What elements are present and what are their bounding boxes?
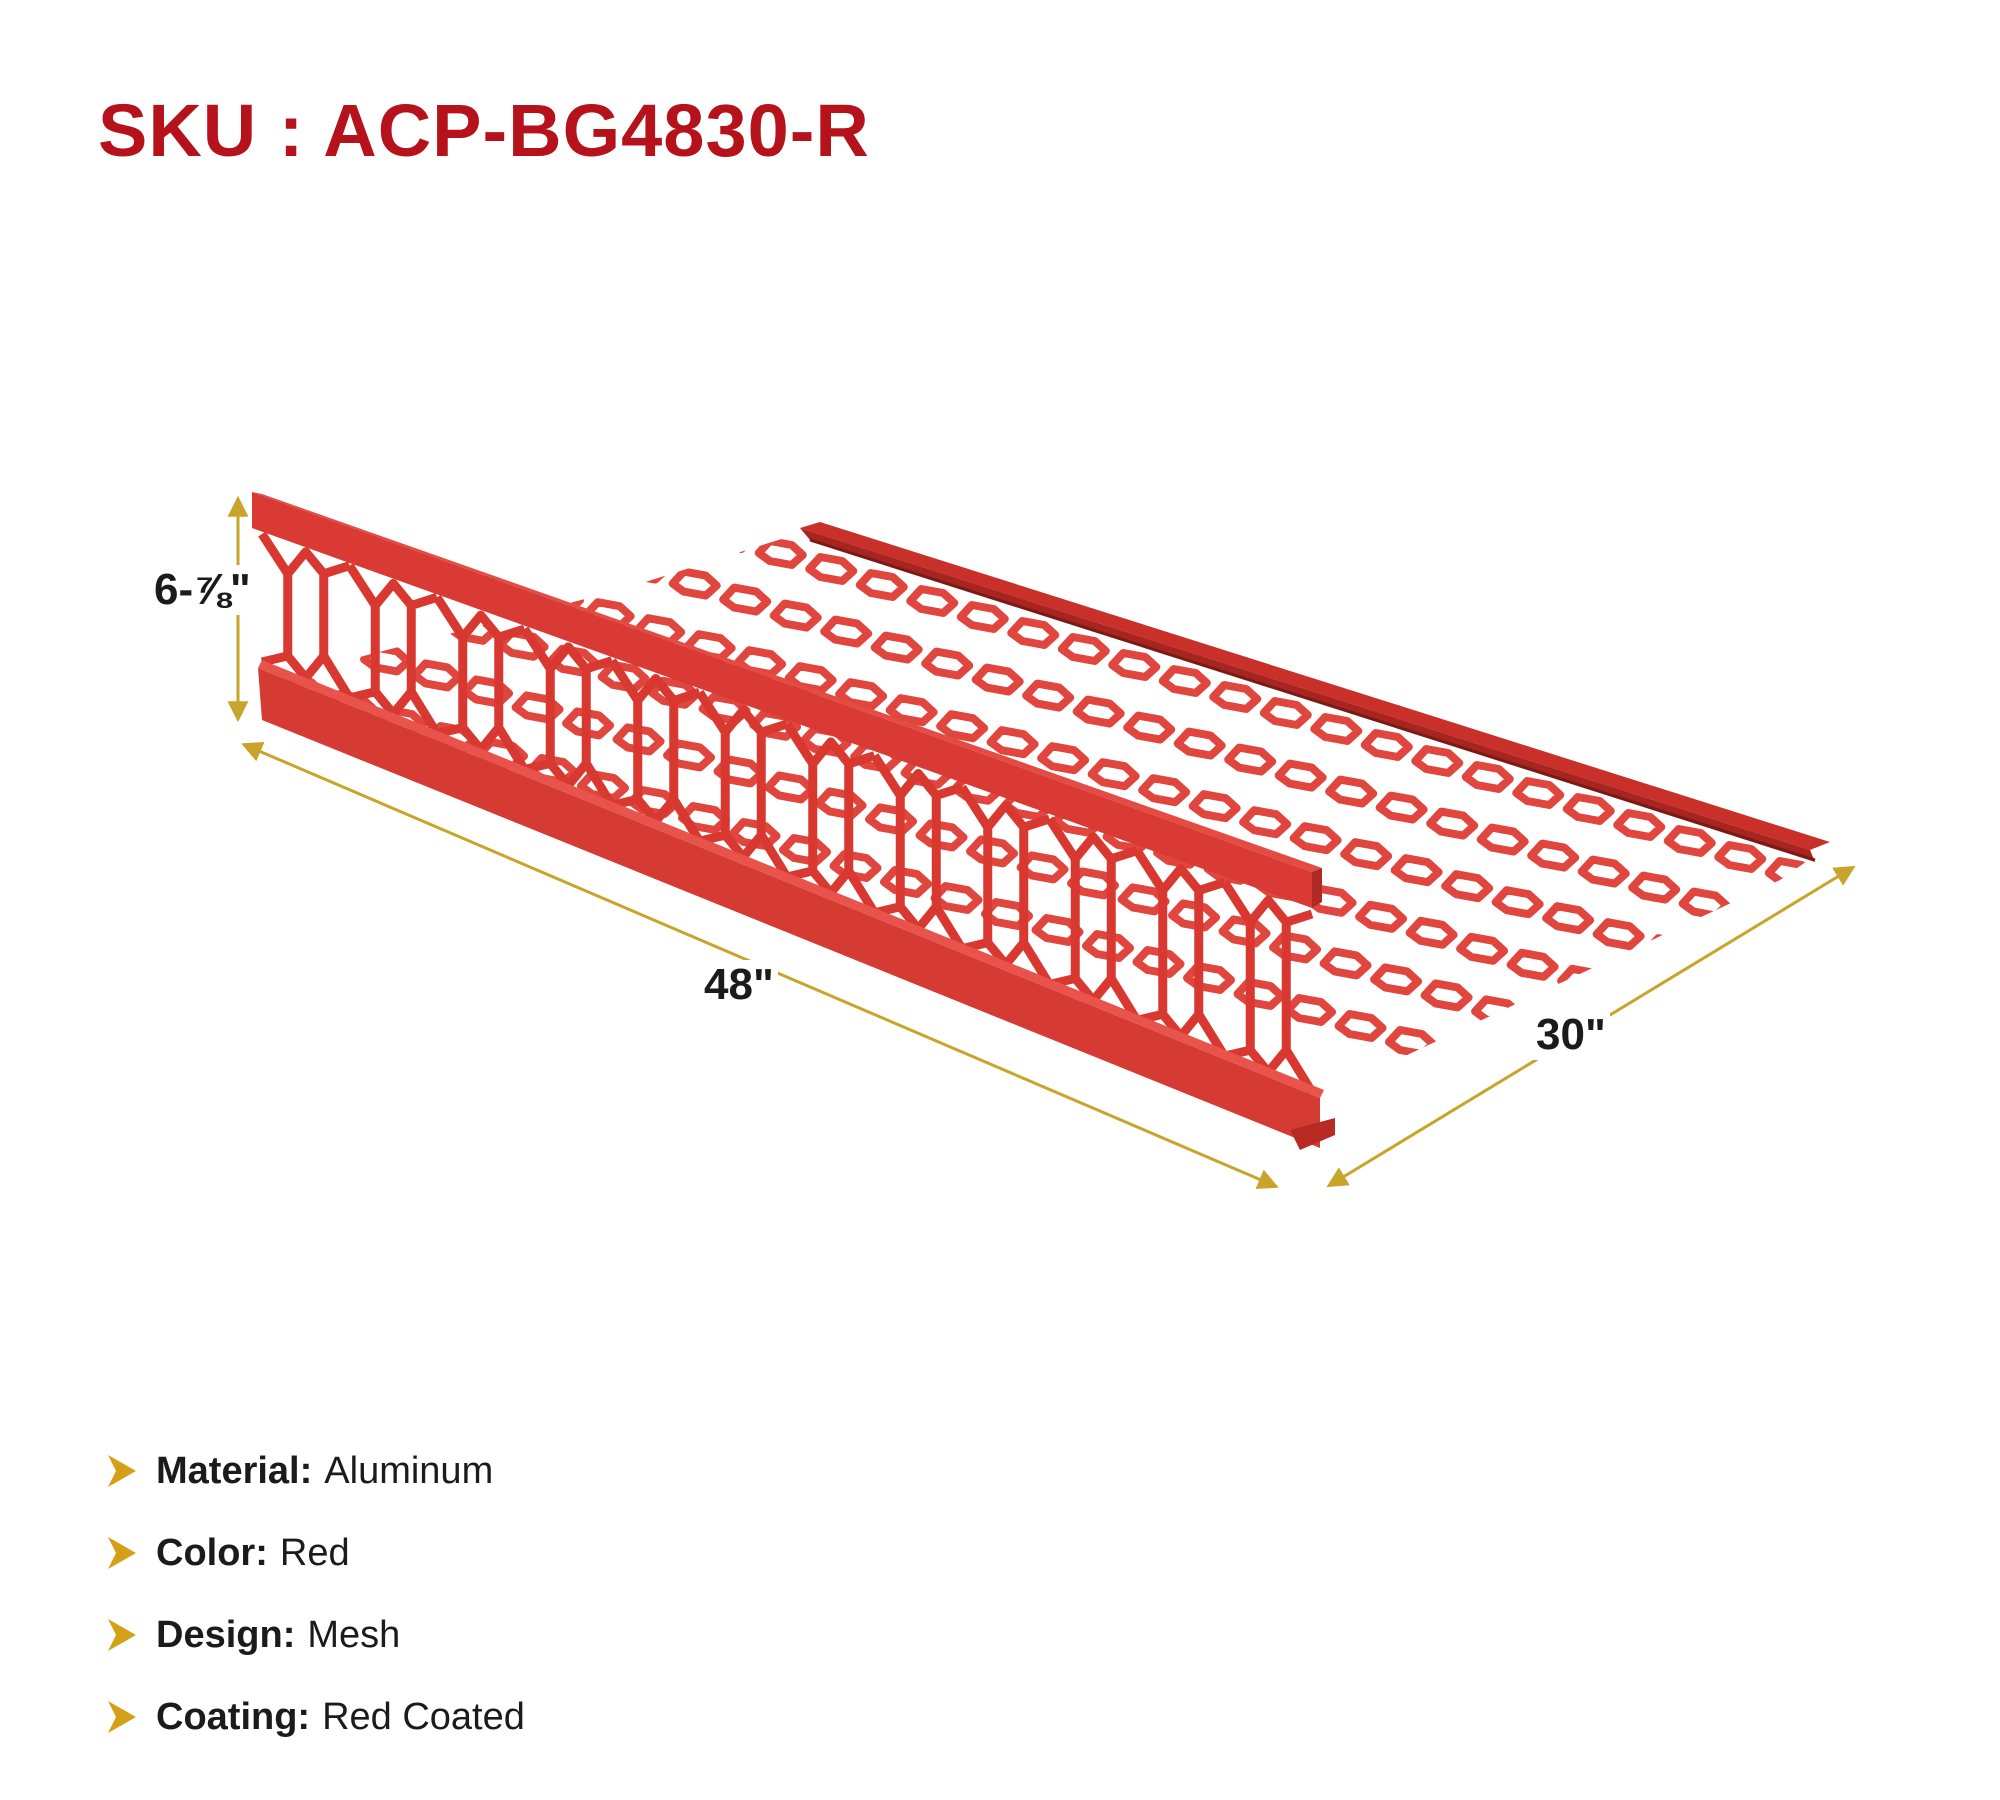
width-label: 30" <box>1532 1010 1610 1060</box>
spec-color: Color: Red <box>100 1512 525 1594</box>
spec-material: Material: Aluminum <box>100 1430 525 1512</box>
chevron-right-icon <box>108 1455 136 1487</box>
length-label: 48" <box>700 960 778 1010</box>
spec-label: Material: <box>156 1449 313 1492</box>
spec-value: Red <box>279 1531 350 1574</box>
front-side-panel <box>252 492 1335 1150</box>
mesh-row <box>1024 530 1820 726</box>
mesh-floor <box>270 530 1820 1110</box>
side-mesh-cell <box>520 626 616 808</box>
chevron-right-icon <box>108 1701 136 1733</box>
side-mesh-cell <box>433 594 529 772</box>
mesh-row <box>270 611 1820 1110</box>
side-mesh-cell <box>345 563 441 737</box>
spec-value: Mesh <box>307 1613 401 1656</box>
chevron-right-icon <box>108 1619 136 1651</box>
back-rail <box>800 522 1830 862</box>
spec-label: Design: <box>156 1613 296 1656</box>
mesh-row <box>1110 530 1820 695</box>
spec-label: Coating: <box>156 1695 311 1738</box>
spec-value: Red Coated <box>322 1695 525 1738</box>
mesh-row <box>416 530 1820 1110</box>
spec-label: Color: <box>156 1531 268 1574</box>
spec-list: Material: Aluminum Color: Red Design: Me… <box>100 1430 525 1758</box>
side-mesh-cell <box>258 531 354 701</box>
spec-value: Aluminum <box>324 1449 494 1492</box>
height-label: 6-⅞" <box>150 565 255 615</box>
mesh-row <box>902 530 1820 803</box>
spec-coating: Coating: Red Coated <box>100 1676 525 1758</box>
sku-title: SKU : ACP-BG4830-R <box>98 89 870 172</box>
chevron-right-icon <box>108 1537 136 1569</box>
spec-design: Design: Mesh <box>100 1594 525 1676</box>
